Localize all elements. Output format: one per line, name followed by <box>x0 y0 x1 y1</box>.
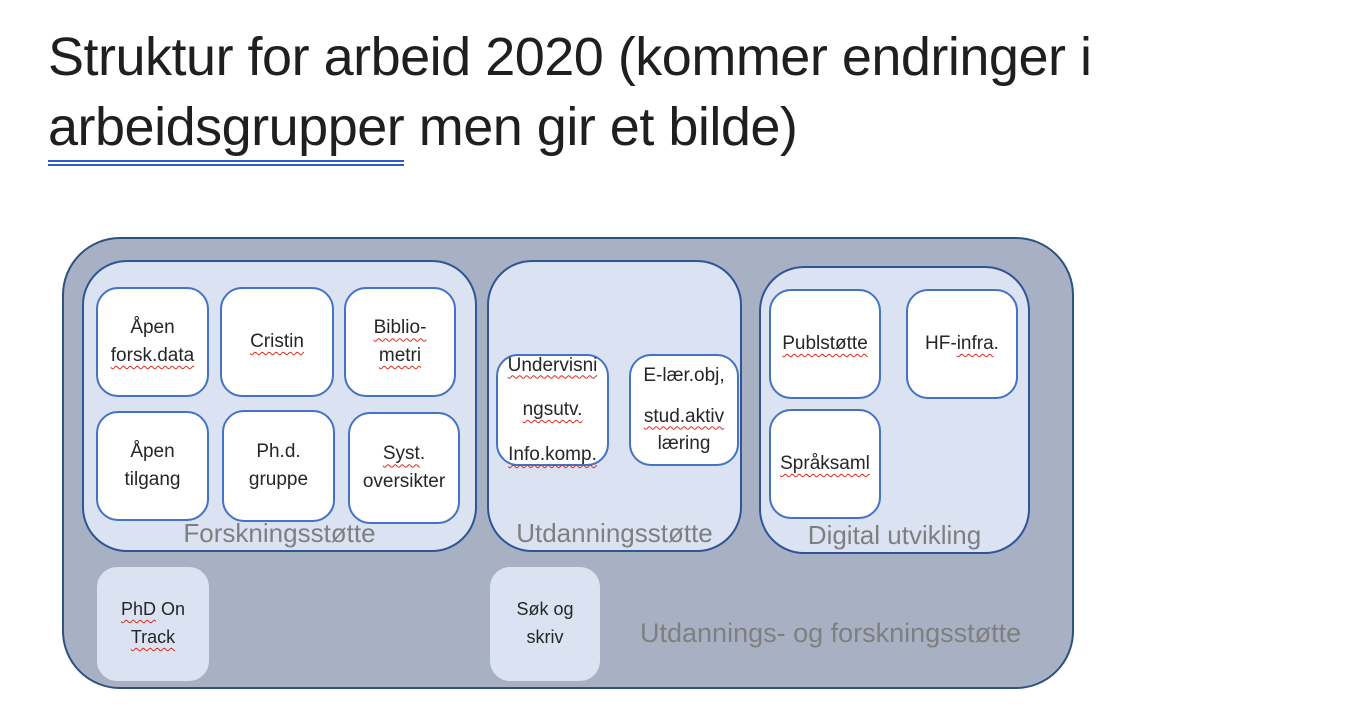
card-line: forsk.data <box>110 345 195 366</box>
card-apen-forsk-data: Åpen forsk.data <box>96 287 209 397</box>
card-line: Publstøtte <box>782 333 868 355</box>
title-line-2-rest: men gir et bilde) <box>404 97 798 157</box>
card-text: Undervisni ngsutv. Info.komp. <box>498 350 607 471</box>
group-utdanningsstotte: Undervisni ngsutv. Info.komp. E-lær.obj,… <box>487 260 742 552</box>
card-cristin: Cristin <box>220 287 334 397</box>
title-underlined-word: arbeidsgrupper <box>48 97 405 166</box>
title-line-2: arbeidsgrupper men gir et bilde) <box>48 92 1318 166</box>
group-label-digital-utvikling: Digital utvikling <box>807 520 982 550</box>
card-line: E-lær.obj, <box>643 365 725 387</box>
card-text: Cristin <box>222 326 332 358</box>
card-line: Info.komp. <box>508 443 597 465</box>
card-text: Åpen tilgang <box>98 436 207 495</box>
card-text: Publstøtte <box>771 328 879 360</box>
card-publstotte: Publstøtte <box>769 289 881 399</box>
card-line: Syst. <box>352 440 456 468</box>
group-digital-utvikling: Publstøtte HF-infra. Språksaml Digital u… <box>759 266 1030 554</box>
card-line: læring <box>657 433 711 455</box>
card-line: Ph.d. <box>256 441 301 463</box>
card-line-squiggled: infra <box>956 333 994 355</box>
card-line: oversikter <box>362 471 446 492</box>
card-line: gruppe <box>248 469 309 490</box>
card-line-rest: . <box>419 443 426 465</box>
card-line-prefix: HF- <box>925 333 957 355</box>
card-line: Søk og <box>516 599 574 620</box>
card-line: ngsutv. <box>522 399 583 421</box>
card-text: Åpen forsk.data <box>98 312 207 371</box>
card-spraksaml: Språksaml <box>769 409 881 519</box>
card-line: tilgang <box>124 469 181 490</box>
card-text: E-lær.obj, stud.aktiv læring <box>631 360 737 460</box>
card-line: Track <box>130 627 176 647</box>
card-text: Språksaml <box>771 448 879 480</box>
group-label-forskningsstotte: Forskningsstøtte <box>183 518 376 548</box>
card-text: Ph.d. gruppe <box>224 436 333 495</box>
slide-title: Struktur for arbeid 2020 (kommer endring… <box>48 22 1318 166</box>
card-line: Cristin <box>250 331 304 353</box>
card-line-squiggled: Syst <box>382 443 420 465</box>
card-line: metri <box>378 345 422 366</box>
card-bibliometri: Biblio- metri <box>344 287 456 397</box>
card-line: Biblio- <box>373 317 427 339</box>
card-line: skriv <box>526 627 564 647</box>
card-text: Syst. oversikter <box>350 438 458 497</box>
card-line: Åpen <box>130 441 175 463</box>
card-phd-gruppe: Ph.d. gruppe <box>222 410 335 522</box>
card-apen-tilgang: Åpen tilgang <box>96 411 209 521</box>
card-line: Språksaml <box>780 453 870 475</box>
card-elaer-obj: E-lær.obj, stud.aktiv læring <box>629 354 739 466</box>
card-text: PhD On Track <box>121 596 185 652</box>
card-text: Biblio- metri <box>346 312 454 371</box>
outer-container-label: Utdannings- og forskningsstøtte <box>640 618 1022 648</box>
card-line: PhD On <box>121 596 185 624</box>
card-line-squiggled: PhD <box>120 599 156 620</box>
card-line: Åpen <box>130 317 175 339</box>
title-line-1: Struktur for arbeid 2020 (kommer endring… <box>48 27 1092 87</box>
card-line: HF-infra. <box>910 330 1014 358</box>
card-undervisningsutv: Undervisni ngsutv. Info.komp. <box>496 354 609 466</box>
card-sok-og-skriv: Søk og skriv <box>490 567 600 681</box>
card-line: stud.aktiv <box>643 405 725 427</box>
card-syst-oversikter: Syst. oversikter <box>348 412 460 524</box>
card-line: Undervisni <box>507 354 598 376</box>
card-hf-infra: HF-infra. <box>906 289 1018 399</box>
card-text: HF-infra. <box>908 328 1016 360</box>
outer-container: Åpen forsk.data Cristin Biblio- metri Åp… <box>62 237 1074 689</box>
card-text: Søk og skriv <box>516 596 573 652</box>
card-line-rest: On <box>156 599 186 620</box>
card-line-suffix: . <box>993 333 999 355</box>
group-label-utdanningsstotte: Utdanningsstøtte <box>516 518 713 548</box>
group-forskningsstotte: Åpen forsk.data Cristin Biblio- metri Åp… <box>82 260 477 552</box>
card-phd-on-track: PhD On Track <box>97 567 209 681</box>
